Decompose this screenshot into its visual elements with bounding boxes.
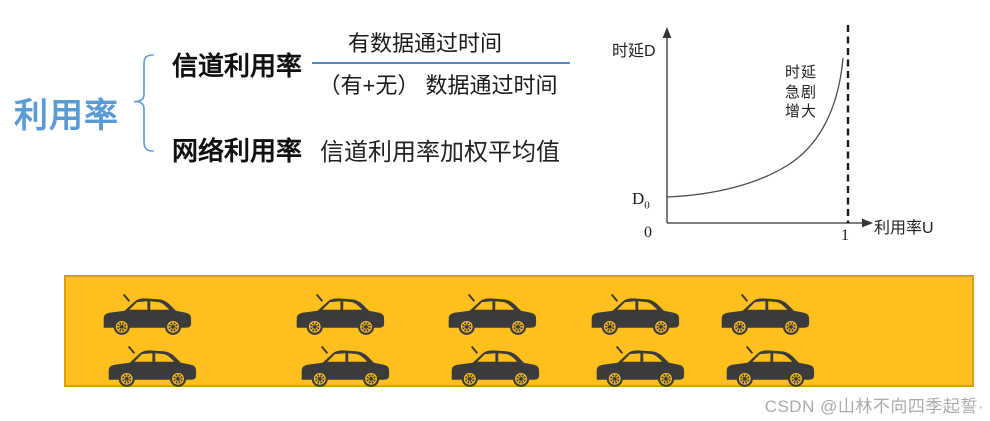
sharp-increase-annotation: 时延 急剧 增大 bbox=[785, 64, 818, 120]
fraction-bar bbox=[312, 62, 570, 64]
csdn-watermark: CSDN @山林不向四季起誓· bbox=[764, 397, 984, 416]
origin-tick-label: 0 bbox=[644, 224, 652, 241]
chart-xlabel: 利用率U bbox=[874, 220, 934, 237]
delay-curve bbox=[666, 57, 844, 198]
car-icon bbox=[300, 345, 391, 388]
fraction-numerator: 有数据通过时间 bbox=[347, 31, 502, 56]
y-intercept-label: D0 bbox=[632, 189, 650, 212]
x-tick-1-label: 1 bbox=[841, 227, 849, 244]
network-utilization-definition: 信道利用率加权平均值 bbox=[320, 139, 560, 166]
x-axis-arrow-icon bbox=[862, 218, 873, 228]
car-icon bbox=[725, 345, 816, 388]
network-utilization-term: 网络利用率 bbox=[172, 136, 303, 166]
fraction-denominator: （有+无） 数据通过时间 bbox=[318, 73, 558, 98]
car-icon bbox=[450, 345, 541, 388]
y-axis-arrow-icon bbox=[662, 27, 672, 38]
car-icon bbox=[107, 345, 198, 388]
car-icon bbox=[295, 293, 386, 336]
car-icon bbox=[102, 293, 193, 336]
car-icon bbox=[720, 293, 811, 336]
channel-utilization-term: 信道利用率 bbox=[172, 51, 303, 81]
chart-ylabel: 时延D bbox=[612, 43, 656, 60]
car-icon bbox=[590, 293, 681, 336]
car-icon bbox=[447, 293, 538, 336]
brace-icon bbox=[133, 54, 154, 152]
root-term-label: 利用率 bbox=[14, 97, 119, 135]
delay-utilization-chart bbox=[662, 25, 873, 228]
car-icon bbox=[595, 345, 686, 388]
road-illustration bbox=[64, 275, 974, 388]
